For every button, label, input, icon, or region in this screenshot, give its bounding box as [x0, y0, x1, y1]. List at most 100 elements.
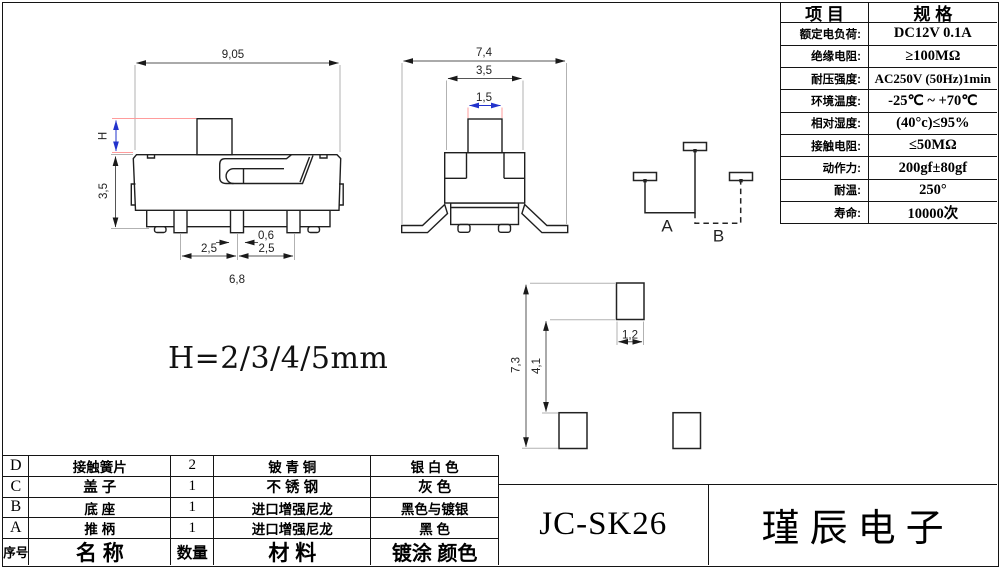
- dim-slider-height: H: [98, 132, 110, 140]
- spec-label: 动作力:: [781, 157, 869, 179]
- header-name: 名 称: [29, 539, 172, 565]
- part-qty: 1: [171, 476, 215, 497]
- slider-knob-front: [196, 117, 233, 156]
- pad-bottom-right: [672, 411, 702, 450]
- part-no: C: [3, 476, 30, 497]
- spec-value: 250°: [919, 181, 947, 198]
- spec-value: 10000次: [907, 206, 959, 223]
- height-options-note: H=2/3/4/5mm: [168, 341, 389, 376]
- dim-footprint-overall: 7,3: [511, 357, 523, 373]
- dim-side-knob: 1,5: [476, 92, 492, 104]
- part-row: B 底 座 1 进口增强尼龙 黑色与镀银: [3, 497, 498, 519]
- spec-label: 环境温度:: [781, 90, 869, 112]
- dim-footprint-gap: 4,1: [531, 358, 543, 374]
- spec-header-spec: 规 格: [913, 5, 953, 25]
- dimension-lines: [403, 58, 566, 82]
- parts-header-row: 序号 名 称 数量 材 料 镀涂 颜色: [3, 539, 498, 565]
- spec-label: 耐温:: [781, 179, 869, 202]
- part-row: D 接触簧片 2 铍 青 铜 银 白 色: [3, 456, 498, 477]
- extension-lines: [111, 65, 341, 260]
- front-switch-body: [130, 117, 344, 234]
- dim-front-width: 9,05: [222, 49, 244, 61]
- label-position-b: B: [713, 227, 724, 246]
- part-finish: 灰 色: [418, 480, 452, 497]
- part-row: A 推 柄 1 进口增强尼龙 黑 色: [3, 518, 498, 540]
- part-material: 进口增强尼龙: [214, 518, 372, 539]
- spec-row: 环境温度: -25℃ ~ +70℃: [781, 90, 997, 113]
- part-name: 推 柄: [29, 518, 172, 539]
- part-name: 底 座: [29, 497, 172, 518]
- spec-table: 项 目 规 格 额定电负荷: DC12V 0.1A 绝缘电阻: ≥100MΩ 耐…: [780, 3, 997, 225]
- part-finish: 银 白 色: [410, 459, 459, 475]
- bent-leg-left: [401, 203, 449, 234]
- dim-pin-width: 0,6: [258, 230, 274, 242]
- part-no: D: [3, 456, 30, 476]
- spec-value: ≤50MΩ: [908, 137, 957, 154]
- spec-row: 相对湿度: (40°c)≤95%: [781, 112, 997, 136]
- part-no: A: [3, 518, 30, 539]
- spec-value: (40°c)≤95%: [896, 114, 970, 131]
- spec-row: 额定电负荷: DC12V 0.1A: [781, 23, 997, 46]
- dim-pitch-left: 2,5: [201, 243, 217, 255]
- part-row: C 盖 子 1 不 锈 钢 灰 色: [3, 476, 498, 498]
- dim-span: 6,8: [229, 274, 245, 286]
- header-material: 材 料: [214, 539, 372, 565]
- spec-row: 动作力: 200gf±80gf: [781, 157, 997, 180]
- part-qty: 1: [171, 518, 215, 539]
- spec-row: 绝缘电阻: ≥100MΩ: [781, 45, 997, 68]
- spec-label: 寿命:: [781, 202, 869, 224]
- spec-value: -25℃ ~ +70℃: [888, 92, 978, 109]
- pad-bottom-left: [558, 411, 588, 450]
- part-no: B: [3, 497, 30, 518]
- spec-value: 200gf±80gf: [898, 159, 968, 176]
- label-position-a: A: [661, 217, 673, 236]
- extension-lines: [401, 63, 567, 224]
- dim-side-width: 7,4: [476, 47, 493, 59]
- side-switch-body: [401, 118, 569, 234]
- part-material: 进口增强尼龙: [214, 497, 372, 518]
- spec-row: 耐温: 250°: [781, 179, 997, 203]
- extension-lines: [522, 282, 644, 449]
- company-name: 瑾辰电子: [707, 484, 997, 565]
- dim-side-body: 3,5: [476, 65, 492, 77]
- red-extension-lines: [112, 118, 196, 153]
- dimension-lines: [523, 284, 643, 448]
- front-view: 9,05 3,5 H 0,6 2,5 2,5 6,8: [98, 49, 344, 286]
- part-name: 盖 子: [29, 476, 172, 497]
- part-finish: 黑色与镀银: [400, 501, 469, 517]
- position-b-connection: [694, 181, 742, 225]
- spec-label: 相对湿度:: [781, 112, 869, 135]
- pcb-footprint: 7,3 4,1 1,2: [511, 282, 702, 450]
- part-material: 铍 青 铜: [214, 456, 372, 476]
- dim-front-height: 3,5: [98, 183, 110, 199]
- spec-row: 接触电阻: ≤50MΩ: [781, 135, 997, 158]
- spec-label: 绝缘电阻:: [781, 45, 869, 67]
- position-a-connection: [644, 151, 696, 214]
- parts-table: D 接触簧片 2 铍 青 铜 银 白 色 C 盖 子 1 不 锈 钢 灰 色 B…: [3, 455, 499, 565]
- part-name: 接触簧片: [29, 456, 172, 476]
- spec-value: AC250V (50Hz)1min: [874, 70, 992, 86]
- spec-header-row: 项 目 规 格: [781, 3, 997, 25]
- part-finish: 黑 色: [419, 522, 451, 538]
- spec-row: 寿命: 10000次: [781, 202, 997, 225]
- spec-value: DC12V 0.1A: [893, 25, 972, 42]
- part-qty: 2: [171, 456, 215, 476]
- spec-label: 接触电阻:: [781, 135, 869, 157]
- model-number: JC-SK26: [499, 484, 708, 565]
- part-material: 不 锈 钢: [214, 476, 372, 497]
- spec-label: 耐压强度:: [781, 67, 869, 90]
- red-extension-lines: [467, 107, 503, 118]
- dim-pitch-right: 2,5: [259, 243, 275, 255]
- part-qty: 1: [171, 497, 215, 518]
- dimension-lines: [112, 60, 339, 259]
- header-qty: 数量: [171, 539, 215, 565]
- dim-footprint-pad: 1,2: [622, 330, 638, 342]
- slider-knob-side: [467, 118, 503, 154]
- spec-row: 耐压强度: AC250V (50Hz)1min: [781, 67, 997, 91]
- pad-top: [615, 282, 645, 321]
- side-view: 7,4 3,5 1,5: [401, 47, 569, 234]
- spec-header-item: 项 目: [781, 3, 869, 24]
- header-finish: 镀涂 颜色: [391, 543, 478, 565]
